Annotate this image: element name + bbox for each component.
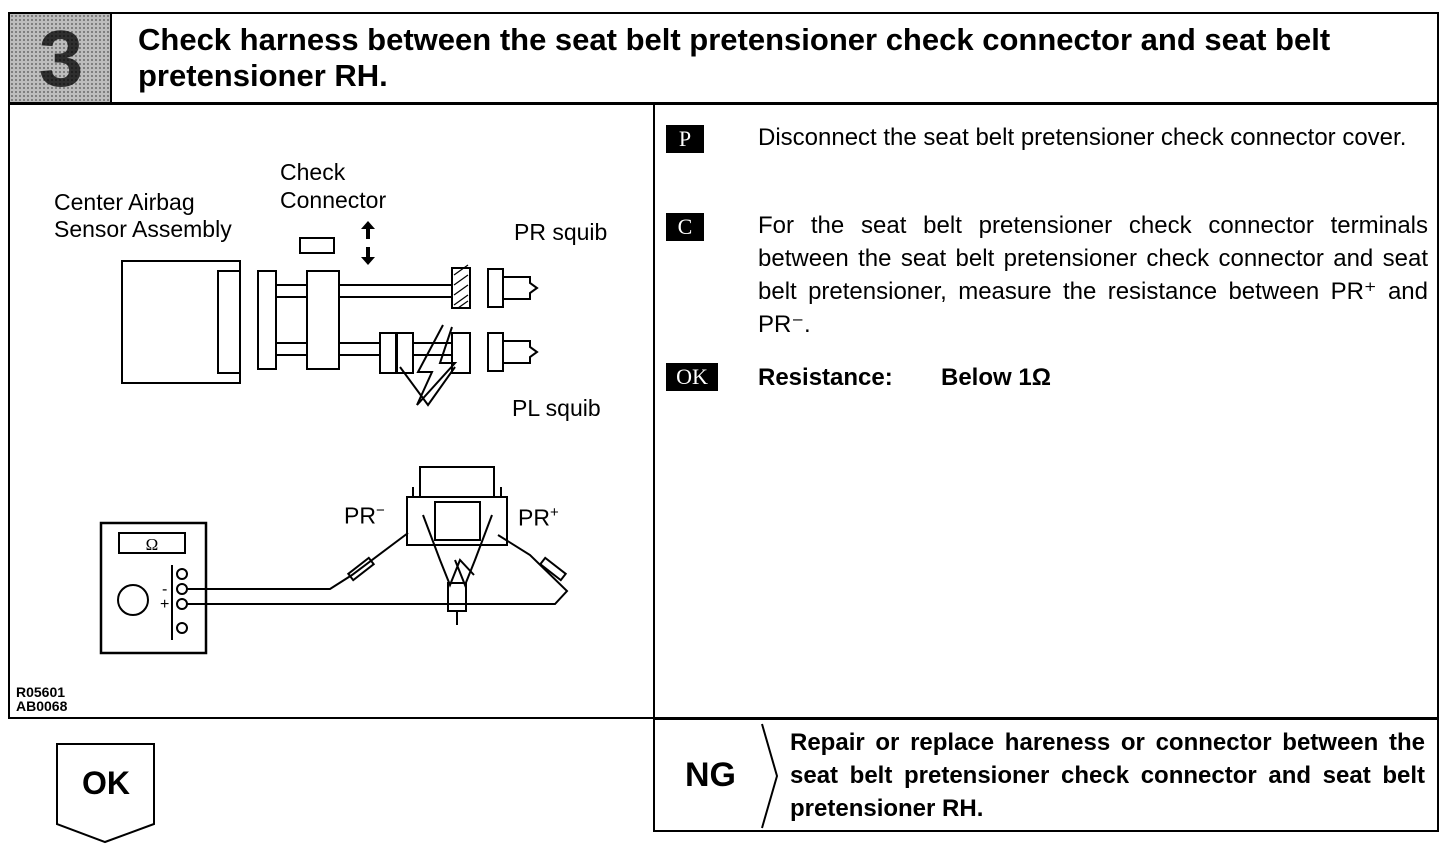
step-prepare-text: Disconnect the seat belt pretensioner ch… [758, 124, 1407, 151]
pl-squib-label: PL squib [512, 395, 601, 421]
pr-plus-label: PR+ [518, 504, 559, 531]
up-down-arrow [361, 221, 375, 239]
check-cover [299, 237, 335, 254]
step-title: Check harness between the seat belt pret… [138, 22, 1331, 93]
badge-check: C [666, 213, 704, 241]
pr-minus-label: PR− [344, 502, 385, 529]
pl-squib [487, 332, 504, 372]
diagram-panel: Ω - + Check Connector Center Airbag Sens… [8, 103, 655, 719]
step-check-text: For the seat belt pretensioner check con… [758, 212, 1428, 338]
ok-result-label: OK [82, 765, 130, 801]
center-airbag-label-2: Sensor Assembly [54, 216, 232, 242]
pr-connector-hatched [451, 267, 471, 309]
check-connector-label-2: Connector [280, 187, 387, 213]
figure-code-2: AB0068 [16, 698, 68, 714]
connector-plate-1 [257, 270, 277, 370]
airbag-sensor-body [121, 260, 241, 384]
figure-code-1: R05601 [16, 684, 66, 700]
ng-chevron [761, 723, 779, 829]
center-airbag-label-1: Center Airbag [54, 189, 195, 215]
connector-plate-2 [306, 270, 340, 370]
ng-result-box: NG Repair or replace hareness or connect… [653, 718, 1439, 832]
airbag-sensor-connector [217, 270, 241, 374]
pr-squib-label: PR squib [514, 219, 608, 245]
step-number-box [10, 14, 112, 102]
ohm-symbol: Ω [146, 535, 159, 554]
resistance-value: Below 1Ω [941, 364, 1051, 391]
pr-squib [487, 268, 504, 308]
ng-result-label: NG [685, 756, 736, 794]
meter-plus: + [160, 596, 169, 613]
step-header: 3 Check harness between the seat belt pr… [8, 12, 1439, 104]
step-number: 3 [38, 14, 84, 103]
ng-result-text: Repair or replace hareness or connector … [790, 729, 1425, 822]
instruction-panel: P Disconnect the seat belt pretensioner … [653, 103, 1439, 719]
disconnect-arrow [416, 324, 458, 406]
badge-ok: OK [666, 363, 718, 391]
check-connector-label-1: Check [280, 159, 346, 185]
connector-view [406, 496, 508, 546]
resistance-label: Resistance: [758, 364, 893, 391]
badge-prepare: P [666, 125, 704, 153]
wiring-diagram: Ω - + [99, 221, 569, 655]
meter-minus: - [162, 581, 167, 598]
